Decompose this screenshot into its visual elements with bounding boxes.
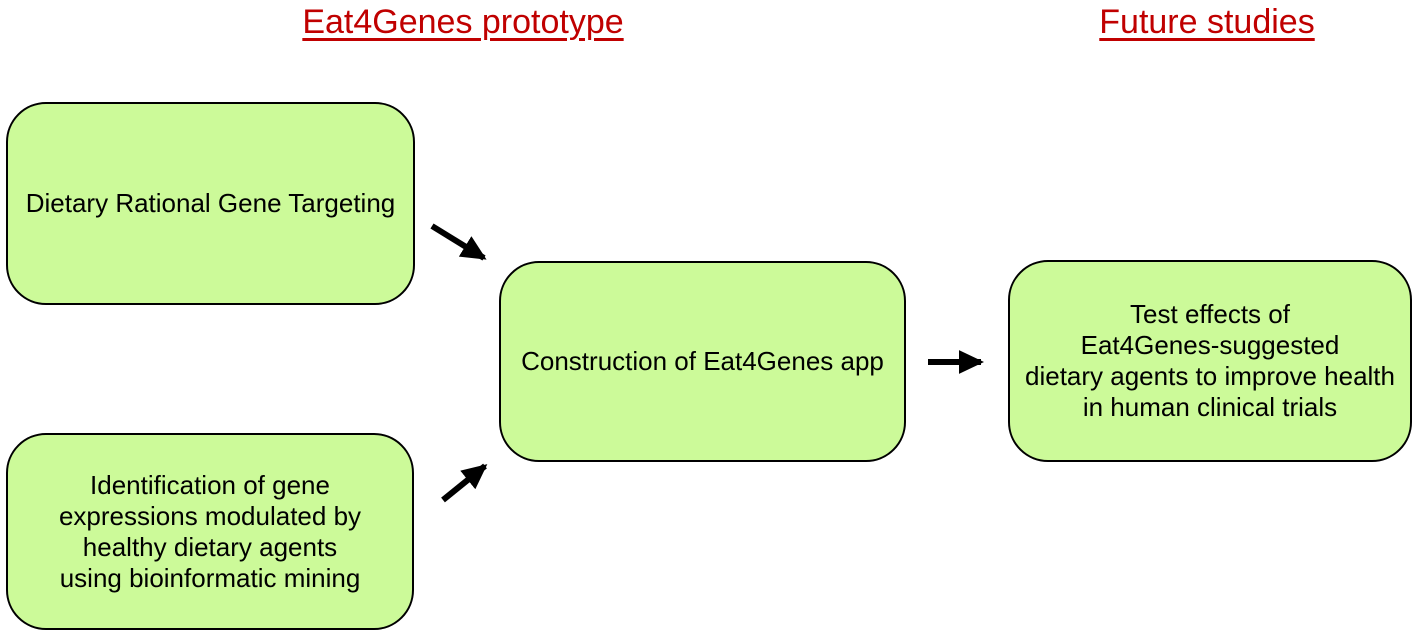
box-identification-line-1: Identification of gene [90, 469, 330, 500]
box-test-effects-clinical-trials: Test effects of Eat4Genes-suggested diet… [1008, 260, 1412, 462]
box-test-line-3: dietary agents to improve health [1025, 361, 1395, 391]
box-construction-label: Construction of Eat4Genes app [521, 346, 884, 376]
box-test-line-2: Eat4Genes-suggested [1080, 330, 1340, 360]
box-identification-of-gene-expressions: Identification of gene expressions modul… [6, 433, 414, 630]
diagonal-up-right-arrow-icon [441, 463, 488, 503]
diagonal-down-right-arrow-icon [430, 223, 487, 261]
section-title-prototype: Eat4Genes prototype [302, 3, 624, 41]
box-construction-of-eat4genes-app: Construction of Eat4Genes app [499, 261, 906, 462]
box-identification-line-4: using bioinformatic mining [59, 562, 361, 593]
box-test-line-4: in human clinical trials [1082, 392, 1338, 422]
box-identification-line-2: expressions modulated by [58, 500, 362, 531]
box-dietary-rational-gene-targeting: Dietary Rational Gene Targeting [6, 102, 415, 305]
box-test-line-1: Test effects of [1130, 299, 1290, 329]
section-title-future-studies: Future studies [1099, 3, 1315, 41]
box-identification-line-3: healthy dietary agents [82, 531, 338, 562]
box-dietary-label: Dietary Rational Gene Targeting [25, 188, 396, 218]
